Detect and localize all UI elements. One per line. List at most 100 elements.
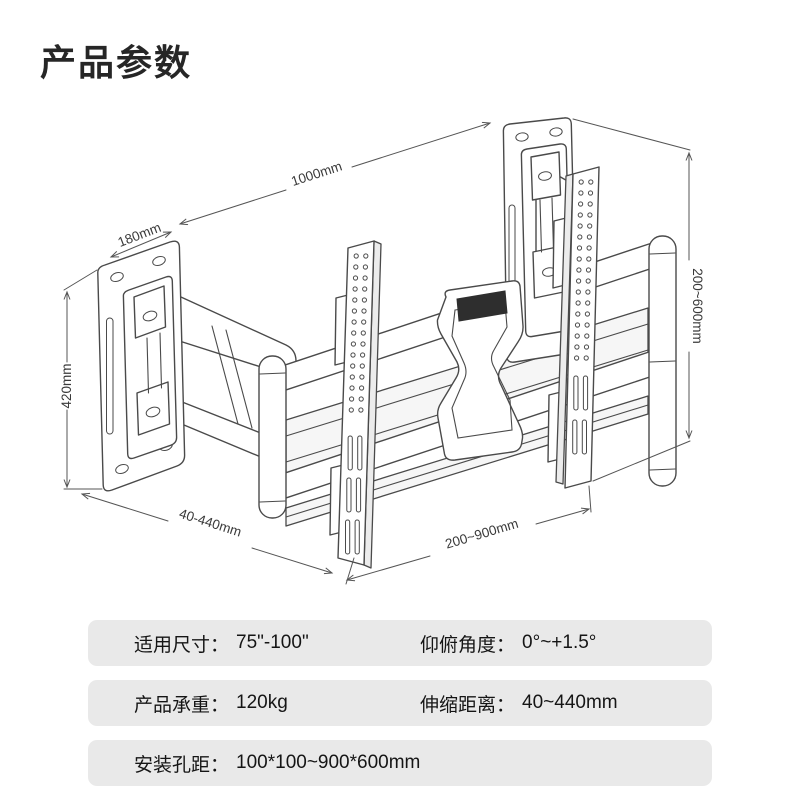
rail-hole [349,385,355,391]
rail-slot [346,477,352,513]
rail-hole [351,330,357,336]
spec-label: 伸缩距离 [420,694,497,716]
rail-hole [577,223,583,229]
rail-hole [362,286,368,292]
rail-hole [587,212,593,218]
rail-hole [586,256,592,262]
vesa-rail-left [329,240,382,569]
spec-colon: ： [210,634,230,656]
rail-hole [350,341,356,347]
rail-hole [350,363,356,369]
rail-hole [575,311,581,317]
product-diagram: 180mm 1000mm 420mm 40-440mm [59,117,705,585]
rail-hole [587,223,593,229]
spec-value: 40~440mm [522,692,618,713]
rail-hole [362,264,368,270]
rail-hole [576,245,583,251]
rail-hole [575,300,581,306]
rail-slot [357,435,363,471]
rail-hole [361,297,367,303]
mount-hole [515,132,529,142]
center-cover-x [436,280,524,461]
rail-hole [352,297,358,303]
vesa-rail-right [547,166,600,489]
rail-hole [583,344,590,350]
spec-item: 产品承重： 120kg [134,680,288,726]
rail-hole [574,322,581,328]
mount-hole [115,464,129,474]
spec-colon: ： [496,694,516,716]
dimension-label-plate-height: 420mm [59,363,74,408]
rail-hole [348,407,354,413]
rail-hole [588,179,594,185]
rail-hole [575,289,581,295]
rail-hole [363,253,369,259]
dimension-label-extension-depth: 40-440mm [177,506,243,540]
rail-hole [587,190,594,196]
dimension-annotations: 180mm 1000mm 420mm 40-440mm [59,118,705,585]
wall-mount-drawing: 180mm 1000mm 420mm 40-440mm [59,117,705,585]
rail-slot [354,519,360,555]
rail-hole [576,278,582,284]
rail-hole [352,286,358,292]
rail-hole [584,333,590,339]
spec-value: 100*100~900*600mm [236,752,421,773]
spec-value: 0°~+1.5° [522,632,597,653]
rail-hole [349,374,355,380]
rail-slot [572,419,578,455]
rail-hole [574,344,580,350]
mount-hole [549,127,563,137]
spec-colon: ： [210,754,230,776]
spec-row: 适用尺寸：75"-100" 仰俯角度：0°~+1.5° [88,620,712,666]
dimension-label-overall-width: 1000mm [289,158,344,188]
rail-hole [578,201,584,207]
rail-hole [360,341,366,347]
rail-hole [360,330,366,336]
spec-label: 安装孔距 [134,754,211,776]
rail-slot [345,519,351,555]
spec-item: 仰俯角度： 0°~+1.5° [420,620,596,666]
rail-hole [358,396,364,402]
rail-hole [586,245,592,251]
spec-row: 安装孔距： 100*100~900*600mm [88,740,712,786]
spec-row: 产品承重：120kg 伸缩距离：40~440mm [88,680,712,726]
rail-hole [576,267,582,273]
rail-hole [584,322,590,328]
spec-colon: ： [496,634,516,656]
rail-hole [362,275,368,281]
rail-hole [577,234,583,240]
rail-slot [347,435,353,471]
rail-hole [585,267,592,273]
rail-slot [355,477,362,513]
rail-slot [581,419,587,455]
rail-hole [587,201,593,207]
rail-hole [574,355,580,361]
spec-item: 伸缩距离： 40~440mm [420,680,618,726]
rail-hole [361,308,367,314]
spec-label: 产品承重 [134,694,211,716]
rail-hole [360,352,366,358]
rail-hole [351,308,357,314]
spec-list: 适用尺寸：75"-100" 仰俯角度：0°~+1.5° 产品承重：120kg 伸… [88,620,712,800]
rail-slot [582,375,589,411]
rail-hole [574,333,580,339]
rail-hole [584,311,591,317]
page-title: 产品参数 [40,43,193,83]
pivot-post-left [258,355,287,519]
rail-hole [351,319,357,325]
brand-label [456,290,508,322]
rail-hole [359,385,365,391]
spec-value: 75"-100" [236,632,309,653]
plate-slot [106,317,114,435]
rail-hole [585,278,591,284]
spec-label: 仰俯角度 [420,634,497,656]
spec-value: 120kg [236,692,288,713]
rail-hole [353,264,359,270]
rail-hole [577,212,583,218]
rail-hole [583,355,589,361]
spec-item: 适用尺寸： 75"-100" [134,620,309,666]
rail-hole [349,396,355,402]
rail-slot [573,375,579,411]
spec-label: 适用尺寸 [134,634,211,656]
spec-colon: ： [210,694,230,716]
